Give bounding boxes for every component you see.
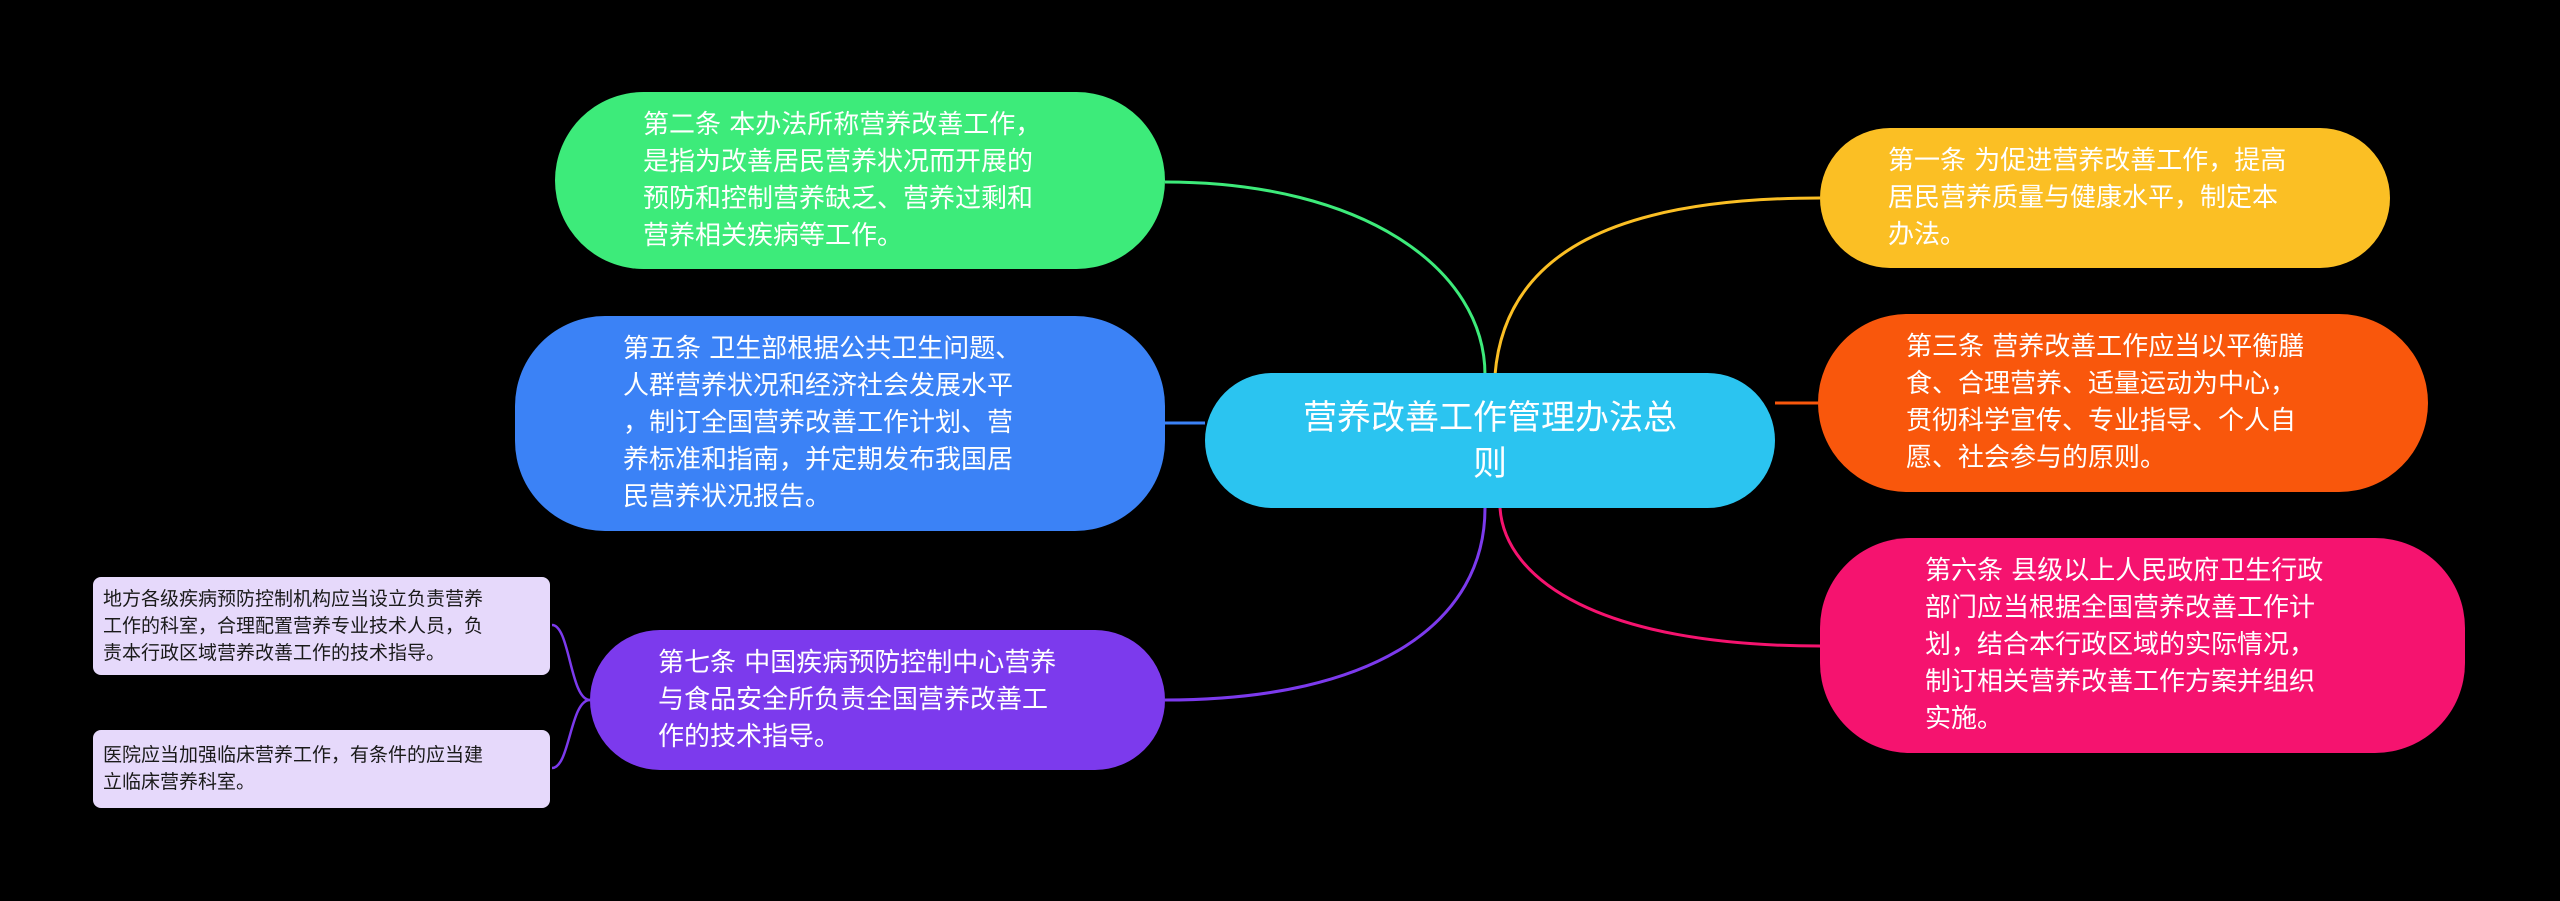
connector-art2	[1164, 180, 1487, 376]
connector-leaf2	[551, 698, 591, 770]
leaf-disease-control-institutions-label: 地方各级疾病预防控制机构应当设立负责营养 工作的科室，合理配置营养专业技术人员，…	[103, 587, 484, 664]
branch-article-5[interactable]: 第五条 卫生部根据公共卫生问题、 人群营养状况和经济社会发展水平 ，制订全国营养…	[515, 316, 1165, 531]
branch-article-3[interactable]: 第三条 营养改善工作应当以平衡膳 食、合理营养、适量运动为中心， 贯彻科学宣传、…	[1818, 314, 2428, 492]
branch-article-1-label: 第一条 为促进营养改善工作，提高 居民营养质量与健康水平，制定本 办法。	[1888, 145, 2287, 250]
connector-art1	[1493, 196, 1821, 376]
connector-leaf1	[551, 623, 591, 702]
branch-article-7-label: 第七条 中国疾病预防控制中心营养 与食品安全所负责全国营养改善工 作的技术指导。	[658, 647, 1057, 752]
branch-article-3-label: 第三条 营养改善工作应当以平衡膳 食、合理营养、适量运动为中心， 贯彻科学宣传、…	[1906, 332, 2305, 473]
branch-article-2-label: 第二条 本办法所称营养改善工作， 是指为改善居民营养状况而开展的 预防和控制营养…	[643, 109, 1042, 251]
leaf-hospital-clinical-nutrition[interactable]: 医院应当加强临床营养工作，有条件的应当建 立临床营养科室。	[93, 730, 550, 808]
branch-article-6[interactable]: 第六条 县级以上人民政府卫生行政 部门应当根据全国营养改善工作计 划，结合本行政…	[1820, 538, 2465, 753]
connector-art6	[1498, 507, 1821, 648]
branch-article-1[interactable]: 第一条 为促进营养改善工作，提高 居民营养质量与健康水平，制定本 办法。	[1820, 128, 2390, 268]
branch-article-2[interactable]: 第二条 本办法所称营养改善工作， 是指为改善居民营养状况而开展的 预防和控制营养…	[555, 92, 1165, 269]
root-node-label: 营养改善工作管理办法总 则	[1303, 397, 1677, 484]
branch-article-7[interactable]: 第七条 中国疾病预防控制中心营养 与食品安全所负责全国营养改善工 作的技术指导。	[590, 630, 1165, 770]
root-node[interactable]: 营养改善工作管理办法总 则	[1205, 373, 1775, 508]
leaf-hospital-clinical-nutrition-label: 医院应当加强临床营养工作，有条件的应当建 立临床营养科室。	[103, 744, 484, 793]
leaf-disease-control-institutions[interactable]: 地方各级疾病预防控制机构应当设立负责营养 工作的科室，合理配置营养专业技术人员，…	[93, 577, 550, 675]
connector-art7	[1164, 507, 1487, 702]
branch-article-5-label: 第五条 卫生部根据公共卫生问题、 人群营养状况和经济社会发展水平 ，制订全国营养…	[623, 334, 1022, 512]
branch-article-6-label: 第六条 县级以上人民政府卫生行政 部门应当根据全国营养改善工作计 划，结合本行政…	[1925, 556, 2324, 734]
